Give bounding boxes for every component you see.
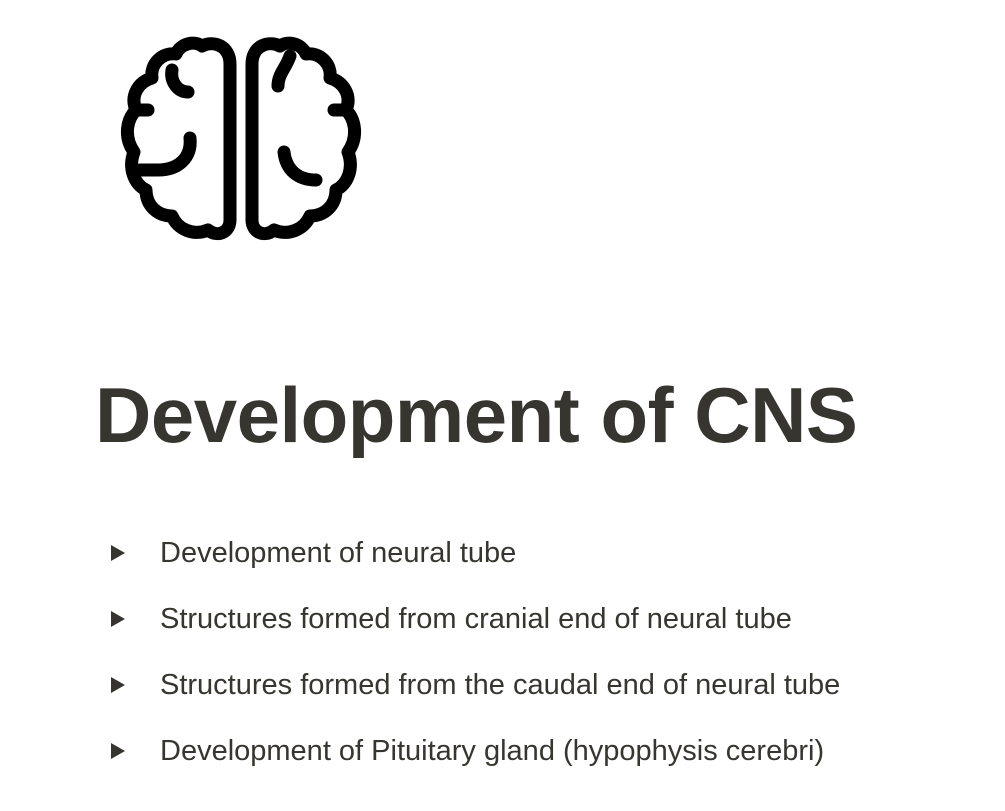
triangle-right-icon[interactable]	[108, 543, 128, 563]
toggle-label: Development of neural tube	[160, 536, 517, 569]
toggle-label: Structures formed from cranial end of ne…	[160, 602, 792, 635]
page-icon[interactable]	[118, 34, 364, 244]
page-title: Development of CNS	[95, 371, 858, 459]
toggle-label: Development of Pituitary gland (hypophys…	[160, 734, 825, 767]
toggle-item-caudal-end[interactable]: Structures formed from the caudal end of…	[100, 652, 840, 718]
brain-icon	[121, 36, 361, 241]
triangle-right-icon[interactable]	[108, 741, 128, 761]
toggle-label: Structures formed from the caudal end of…	[160, 668, 841, 701]
toggle-list: Development of neural tube Structures fo…	[100, 520, 840, 784]
toggle-item-neural-tube[interactable]: Development of neural tube	[100, 520, 840, 586]
toggle-item-pituitary[interactable]: Development of Pituitary gland (hypophys…	[100, 718, 840, 784]
toggle-item-cranial-end[interactable]: Structures formed from cranial end of ne…	[100, 586, 840, 652]
triangle-right-icon[interactable]	[108, 609, 128, 629]
triangle-right-icon[interactable]	[108, 675, 128, 695]
